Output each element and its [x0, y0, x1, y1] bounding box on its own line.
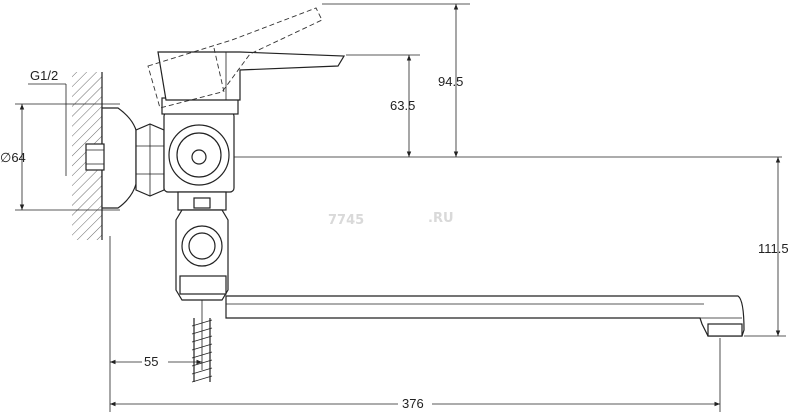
lever-height-full-dimension: 94.5	[322, 3, 470, 157]
lever-height-full-label: 94.5	[438, 74, 463, 89]
lever-height-label: 63.5	[390, 98, 415, 113]
diameter-label: ∅64	[0, 150, 26, 165]
hex-nut	[135, 123, 165, 197]
lever-handle	[157, 51, 346, 101]
thread-callout: G1/2	[28, 68, 67, 176]
watermark-suffix: .RU	[428, 211, 454, 226]
diameter-dimension: ∅64	[0, 103, 120, 211]
diverter	[175, 191, 229, 301]
watermark: 7745 .RU	[328, 211, 454, 228]
offset-dimension: 55	[109, 236, 203, 412]
spout-length-label: 376	[402, 396, 424, 411]
spout-drop-dimension: 111.5	[744, 157, 789, 337]
offset-label: 55	[144, 354, 158, 369]
watermark-main: 7745	[328, 213, 364, 228]
lever-height-dimension: 63.5	[346, 54, 420, 157]
thread-label: G1/2	[30, 68, 58, 83]
spout-drop-label: 111.5	[758, 241, 789, 256]
spout	[225, 295, 745, 337]
lever-handle-raised	[147, 7, 323, 109]
mixer-body	[161, 97, 239, 193]
spout-length-dimension: 376	[110, 338, 721, 412]
